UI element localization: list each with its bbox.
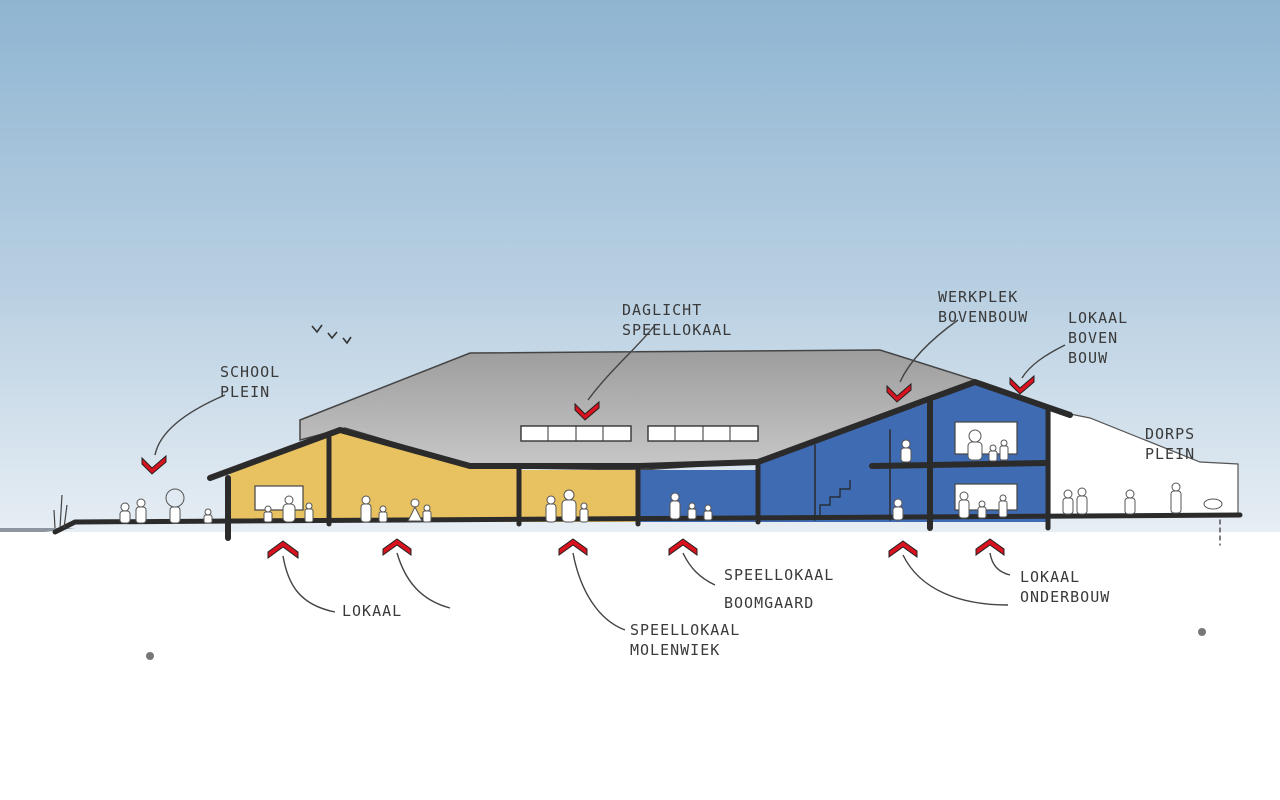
yellow-rooms — [230, 432, 638, 522]
label-line: LOKAAL — [1068, 309, 1129, 327]
label-line: BOVEN — [1068, 329, 1119, 347]
label-line: PLEIN — [220, 383, 271, 401]
structure — [52, 378, 1243, 546]
label-lokaal: LOKAAL — [342, 601, 402, 621]
label-lokaal-bovenbouw: LOKAAL BOVEN BOUW — [1068, 308, 1128, 368]
dot — [146, 652, 154, 660]
label-line: ONDERBOUW — [1020, 588, 1111, 606]
label-line: MOLENWIEK — [630, 641, 721, 659]
label-werkplek-bovenbouw: WERKPLEK BOVENBOUW — [938, 287, 1028, 327]
ground — [0, 532, 1280, 800]
label-line: BOVENBOUW — [938, 308, 1029, 326]
label-line: SPEELLOKAAL — [724, 566, 835, 584]
label-speellokaal-molenwiek: SPEELLOKAAL MOLENWIEK — [630, 620, 740, 660]
label-line: BOUW — [1068, 349, 1109, 367]
stairs — [819, 480, 851, 515]
label-line: SPEELLOKAAL — [630, 621, 741, 639]
reeds — [53, 494, 68, 529]
dot — [1198, 628, 1206, 636]
label-lokaal-onderbouw: LOKAAL ONDERBOUW — [1020, 567, 1110, 607]
red-arrows-up — [267, 538, 1005, 559]
label-line: SPEELLOKAAL — [622, 321, 733, 339]
label-dorpsplein: DORPS PLEIN — [1145, 424, 1195, 464]
label-line: LOKAAL — [1020, 568, 1081, 586]
people — [119, 429, 1223, 524]
label-schoolplein: SCHOOL PLEIN — [220, 362, 280, 402]
label-line: DAGLICHT — [622, 301, 703, 319]
red-arrows-down — [141, 374, 1035, 475]
label-line: WERKPLEK — [938, 288, 1019, 306]
leader-lines — [154, 319, 1066, 631]
label-line: PLEIN — [1145, 445, 1196, 463]
label-line: BOOMGAARD — [724, 594, 815, 612]
label-daglicht-speellokaal: DAGLICHT SPEELLOKAAL — [622, 300, 732, 340]
label-line: SCHOOL — [220, 363, 281, 381]
label-speellokaal-boomgaard: SPEELLOKAAL BOOMGAARD — [724, 565, 834, 613]
label-line: LOKAAL — [342, 602, 403, 620]
birds — [311, 324, 352, 345]
label-line: DORPS — [1145, 425, 1196, 443]
